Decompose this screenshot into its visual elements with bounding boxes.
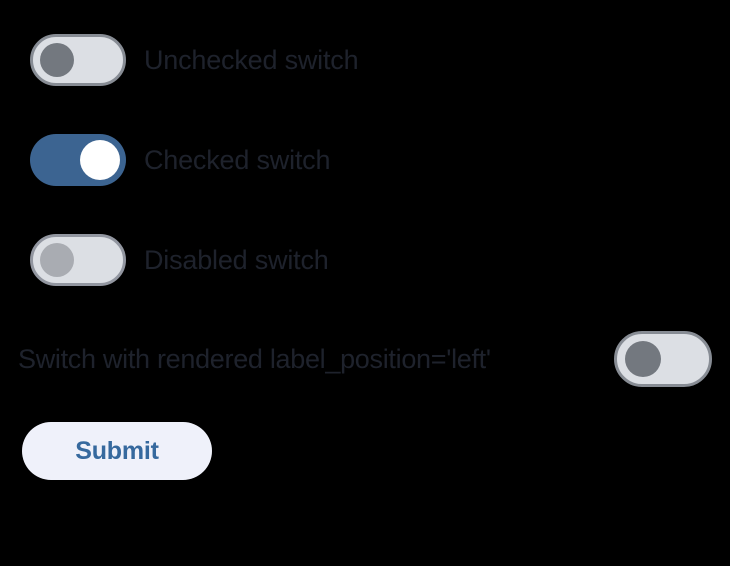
switch-row-unchecked: Unchecked switch: [30, 30, 359, 90]
switch-thumb: [40, 243, 74, 277]
switch-thumb: [625, 341, 661, 377]
switch-row-label-left: Switch with rendered label_position='lef…: [18, 329, 712, 389]
unchecked-switch-toggle[interactable]: [30, 34, 126, 86]
label-left-switch-label: Switch with rendered label_position='lef…: [18, 343, 491, 374]
checked-switch-toggle[interactable]: [30, 134, 126, 186]
switch-row-disabled: Disabled switch: [30, 230, 329, 290]
submit-button[interactable]: Submit: [22, 422, 212, 480]
disabled-switch-label: Disabled switch: [144, 244, 329, 275]
switch-thumb: [80, 140, 120, 180]
disabled-switch-toggle: [30, 234, 126, 286]
switch-thumb: [40, 43, 74, 77]
unchecked-switch-label: Unchecked switch: [144, 44, 359, 75]
label-left-switch-toggle[interactable]: [614, 331, 712, 387]
checked-switch-label: Checked switch: [144, 144, 331, 175]
switch-row-checked: Checked switch: [30, 130, 330, 190]
